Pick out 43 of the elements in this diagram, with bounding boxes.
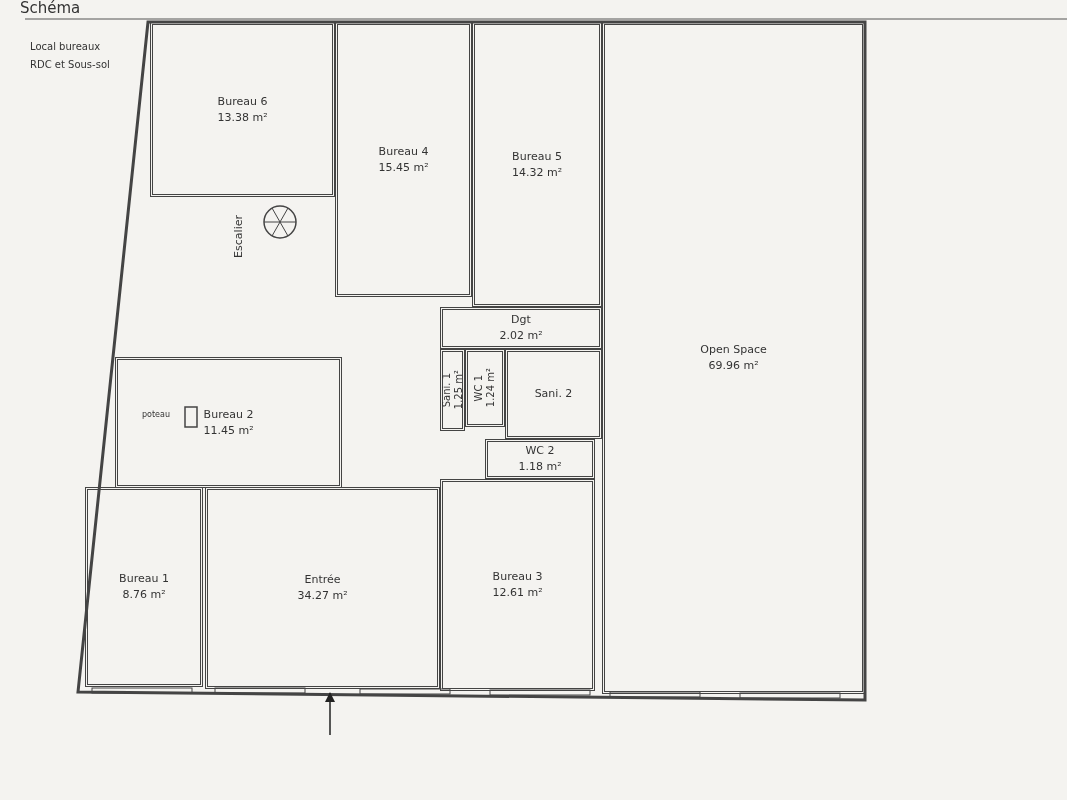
entrance-arrow (325, 692, 335, 736)
room-name: Dgt (511, 312, 531, 328)
room-area: 14.32 m² (511, 164, 563, 181)
room (472, 22, 602, 307)
room-area: 11.45 m² (203, 422, 254, 439)
pillar-label: poteau (142, 410, 170, 419)
room-name: Open Space (700, 342, 767, 358)
room (440, 307, 602, 349)
room-area: 12.61 m² (492, 585, 543, 601)
room-area: 34.27 m² (297, 588, 348, 604)
room (505, 349, 602, 439)
room (440, 479, 595, 691)
room-name: Sani. 2 (534, 386, 573, 402)
area-note: Local bureaux RDC et Sous-sol (30, 40, 111, 72)
room-name: Bureau 1 (119, 571, 169, 587)
room-name: Entrée (304, 572, 341, 588)
room-name: Bureau 6 (217, 93, 268, 110)
room-area: 13.38 m² (217, 109, 268, 126)
room-area: 1.25 m² (452, 370, 465, 410)
room (440, 349, 465, 431)
room (115, 357, 342, 488)
room-name: WC 1 (473, 374, 485, 402)
room-name: Bureau 4 (378, 143, 429, 160)
room (150, 22, 335, 197)
room-name: Sani. 1 (440, 372, 453, 408)
room-name: Bureau 5 (512, 148, 562, 165)
room-name: WC 2 (525, 443, 555, 459)
room (602, 22, 865, 694)
room (85, 487, 203, 687)
room (205, 487, 440, 689)
room-area: 1.24 m² (485, 368, 497, 408)
room-name: Bureau 2 (203, 406, 254, 423)
room (335, 22, 472, 297)
room (465, 349, 505, 427)
room-name: Bureau 3 (492, 569, 543, 585)
room-area: 1.18 m² (518, 459, 562, 475)
room-area: 15.45 m² (378, 159, 429, 176)
room (485, 439, 595, 479)
page-heading: Schéma (20, 0, 81, 17)
room-area: 2.02 m² (499, 328, 543, 344)
staircase-label: Escalier (232, 215, 245, 258)
room-area: 69.96 m² (708, 358, 759, 374)
room-area: 8.76 m² (122, 587, 166, 603)
